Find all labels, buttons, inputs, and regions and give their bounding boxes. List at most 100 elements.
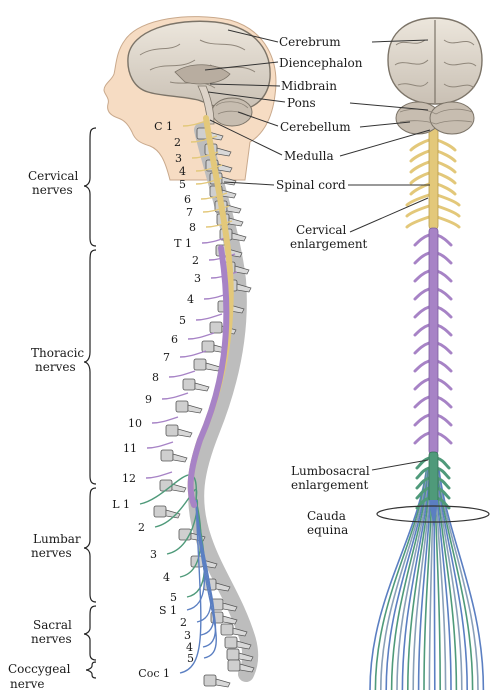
nerve-pair-right (437, 433, 451, 443)
segment-label-cervical: 5 (179, 178, 186, 191)
svg-text:Cauda: Cauda (307, 509, 346, 523)
segment-label-cervical: 8 (189, 221, 196, 234)
nerve-pair-left (411, 140, 429, 150)
label-lumbosacral-enlargement: Lumbosacral enlargement (291, 464, 370, 492)
vertebra (210, 322, 222, 333)
svg-text:nerves: nerves (31, 546, 72, 560)
svg-text:Coccygeal: Coccygeal (8, 662, 71, 676)
segment-label-coccygeal: Coc 1 (138, 667, 170, 680)
nerve-pair-left (415, 235, 429, 245)
nerve-pair-right (437, 253, 451, 263)
nerve-root-thoracic (196, 314, 222, 320)
nerve-root-thoracic (188, 333, 214, 339)
svg-text:Lumbar: Lumbar (33, 532, 81, 546)
label-cauda-equina: Cauda equina (307, 509, 348, 537)
nerve-pair-right (437, 458, 449, 468)
nerve-pair-right (437, 379, 451, 389)
label-cerebellum: Cerebellum (280, 120, 351, 134)
nerve-pair-left (415, 271, 429, 281)
nerve-pair-right (437, 325, 451, 335)
nerve-pair-left (411, 151, 429, 161)
segment-label-cervical: C 1 (154, 120, 173, 133)
nerve-pair-left (415, 289, 429, 299)
nerve-pair-right (437, 271, 451, 281)
svg-text:nerves: nerves (31, 632, 72, 646)
nerve-root-thoracic (147, 442, 173, 448)
right-spinal-cord (429, 125, 438, 530)
vertebra (154, 506, 166, 517)
nerve-pair-right (437, 235, 451, 245)
vertebra (194, 359, 206, 370)
sacral-group-label: Sacral nerves (31, 618, 72, 646)
label-midbrain: Midbrain (281, 79, 337, 93)
segment-label-thoracic: 3 (194, 272, 201, 285)
nerve-pair-right (437, 307, 451, 317)
segment-label-thoracic: 4 (187, 293, 194, 306)
segment-label-thoracic: 9 (145, 393, 152, 406)
nerve-pair-left (407, 195, 429, 205)
svg-text:Cervical: Cervical (28, 169, 79, 183)
segment-label-cervical: 3 (175, 152, 182, 165)
nerve-pair-left (415, 307, 429, 317)
segment-label-lumbar: 4 (163, 571, 170, 584)
segment-label-cervical: 2 (174, 136, 181, 149)
nerve-pair-left (417, 458, 429, 468)
label-spinal-cord: Spinal cord (276, 178, 346, 192)
segment-label-cervical: 4 (179, 165, 186, 178)
segment-label-cervical: 7 (186, 206, 193, 219)
segment-label-thoracic: 2 (192, 254, 199, 267)
vertebra (228, 660, 240, 671)
vertebra (176, 401, 188, 412)
nerve-pair-right (437, 343, 451, 353)
segment-label-sacral: S 1 (159, 604, 177, 617)
nerve-pair-right (437, 217, 459, 227)
nerve-pair-right (437, 140, 455, 150)
segment-label-cervical: 6 (184, 193, 191, 206)
svg-text:enlargement: enlargement (291, 478, 369, 492)
label-cerebrum: Cerebrum (279, 35, 341, 49)
label-medulla: Medulla (284, 149, 334, 163)
nerve-pair-right (437, 415, 451, 425)
spinous-process (173, 454, 187, 462)
cervical-group-label: Cervical nerves (28, 169, 79, 197)
nerve-pair-right (437, 289, 451, 299)
segment-label-thoracic: T 1 (174, 237, 192, 250)
svg-text:Cervical: Cervical (296, 223, 347, 237)
nerve-pair-left (415, 253, 429, 263)
nerve-root-thoracic (146, 472, 172, 478)
segment-label-thoracic: 10 (128, 417, 142, 430)
nerve-pair-right (437, 151, 455, 161)
vertebra (225, 637, 237, 648)
nerve-pair-left (407, 217, 429, 227)
nerve-pair-right (437, 397, 451, 407)
svg-text:enlargement: enlargement (290, 237, 368, 251)
nerve-pair-right (437, 173, 455, 183)
segment-label-thoracic: 8 (152, 371, 159, 384)
vertebra (202, 341, 214, 352)
lumbar-group-label: Lumbar nerves (31, 532, 81, 560)
spinous-process (195, 383, 209, 391)
nerve-pair-left (415, 361, 429, 371)
label-cervical-enlargement: Cervical enlargement (290, 223, 368, 251)
svg-text:equina: equina (307, 523, 348, 537)
vertebra (183, 379, 195, 390)
nerve-pair-left (415, 343, 429, 353)
segment-label-thoracic: 7 (163, 351, 170, 364)
nerve-pair-left (415, 397, 429, 407)
svg-text:nerves: nerves (32, 183, 73, 197)
segment-label-thoracic: 11 (123, 442, 137, 455)
nerve-pair-right (437, 206, 459, 216)
nerve-pair-right (437, 195, 459, 205)
nerve-pair-left (415, 325, 429, 335)
coccygeal-group-label: Coccygeal nerve (8, 662, 71, 691)
vertebra (221, 624, 233, 635)
spinous-process (188, 405, 202, 413)
nerve-pair-right (437, 184, 455, 194)
nerve-pair-left (415, 433, 429, 443)
nerve-pair-right (437, 361, 451, 371)
nerve-root-thoracic (162, 393, 188, 399)
segment-label-sacral: 5 (187, 652, 194, 665)
nerve-pair-left (411, 162, 429, 172)
